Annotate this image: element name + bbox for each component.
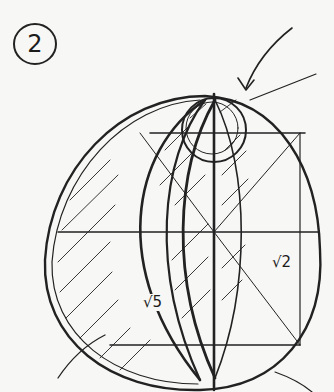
dimension-label: √2 [270, 254, 293, 271]
dimension-label: √5 [141, 294, 164, 311]
circled-number: 2 [12, 22, 58, 66]
node-text: 2 [12, 31, 58, 57]
